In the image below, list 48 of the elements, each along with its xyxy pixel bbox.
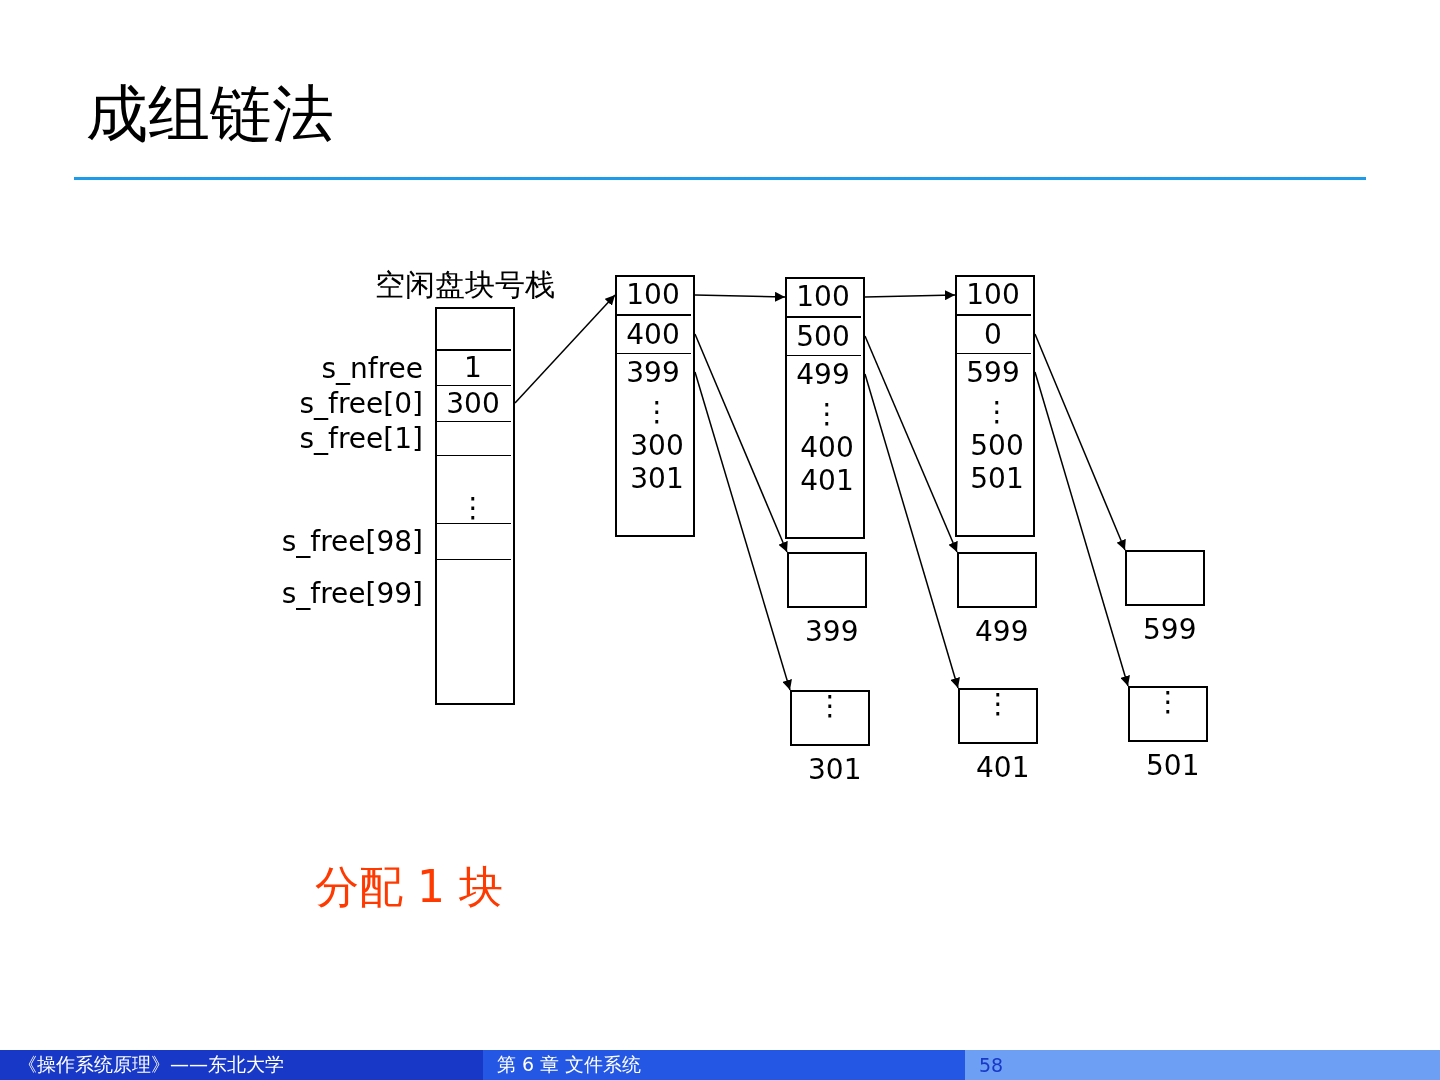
cell-value: 1: [464, 354, 482, 382]
slide-title: 成组链法: [86, 76, 334, 152]
cell-value: 399: [626, 358, 680, 387]
cell-value: 0: [984, 320, 1002, 349]
block-number-label: 301: [808, 756, 862, 784]
row-label: s_free[98]: [281, 528, 423, 556]
block-number-label: 401: [976, 754, 1030, 782]
cell-value: 300: [446, 389, 500, 418]
row-label: s_free[0]: [299, 390, 423, 418]
cell-value: 599: [966, 358, 1020, 387]
cell-value: 100: [626, 280, 680, 309]
row-label: s_nfree: [321, 354, 423, 383]
cell-value: 500: [796, 322, 850, 351]
ellipsis-text: ⋮: [983, 395, 1011, 429]
row-label: s_free[1]: [299, 425, 423, 453]
cell-value: 400: [626, 320, 680, 349]
block-label: 空闲盘块号栈: [375, 267, 555, 303]
block-number-label: 501: [1146, 752, 1200, 780]
ellipsis-text: ⋮: [984, 690, 1012, 718]
block-number-label: 399: [805, 618, 859, 646]
block-label: 500: [970, 428, 1024, 463]
block-label: 400: [800, 430, 854, 465]
block-label: 300: [630, 428, 684, 463]
ellipsis-text: ⋮: [643, 395, 671, 429]
arrow: [514, 294, 616, 404]
caption-text: 分配 1 块: [315, 860, 503, 914]
table-cell: [435, 455, 511, 523]
arrow: [864, 290, 956, 301]
disk-block-column: [955, 275, 1035, 537]
block-number-label: 499: [975, 618, 1029, 646]
arrow: [694, 291, 786, 302]
block-label: 501: [970, 462, 1024, 496]
ellipsis-text: ⋮: [813, 397, 841, 431]
footer-text: 第 6 章 文件系统: [497, 1052, 642, 1077]
disk-block-column: [785, 277, 865, 539]
block-number-label: 599: [1143, 616, 1197, 644]
cell-value: 100: [796, 282, 850, 311]
block-label: 401: [800, 464, 854, 498]
cell-value: 499: [796, 360, 850, 389]
block-label: 301: [630, 462, 684, 496]
ellipsis-text: ⋮: [1154, 688, 1182, 716]
disk-block-column: [615, 275, 695, 537]
row-label: s_free[99]: [281, 580, 423, 608]
ellipsis-text: ⋮: [459, 493, 487, 522]
footer-text: 58: [979, 1054, 1004, 1076]
footer-text: 《操作系统原理》——东北大学: [18, 1052, 284, 1077]
ellipsis-text: ⋮: [816, 692, 844, 720]
cell-value: 100: [966, 280, 1020, 309]
